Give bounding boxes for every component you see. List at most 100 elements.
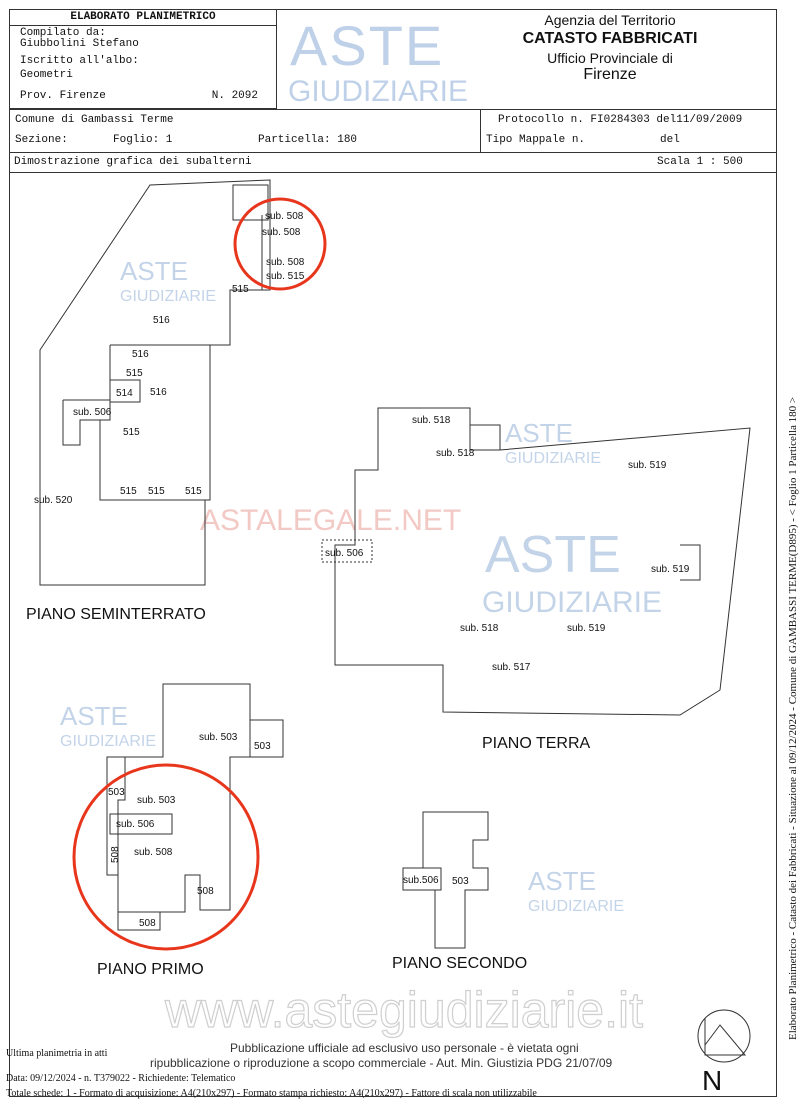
sub-label: sub. 518	[412, 415, 451, 426]
highlight-circle	[233, 197, 327, 291]
office-name: Ufficio Provinciale di	[547, 50, 673, 66]
plan-title-primo: PIANO PRIMO	[97, 961, 204, 978]
watermark-giudiziarie: GIUDIZIARIE	[505, 450, 601, 467]
document-frame	[9, 9, 777, 1097]
sub-label: 516	[132, 349, 149, 360]
divider	[480, 109, 481, 152]
sub-label: 503	[452, 876, 469, 887]
sub-label: sub. 508	[266, 257, 305, 268]
particella: Particella: 180	[258, 134, 358, 146]
sub-label: 515	[123, 427, 140, 438]
plan-title-secondo: PIANO SECONDO	[392, 955, 527, 972]
compiler-info: Compilato da: Giubbolini Stefano Iscritt…	[10, 26, 276, 102]
wall	[117, 757, 126, 875]
comune: Comune di Gambassi Terme	[15, 114, 174, 126]
publication-notice: Pubblicazione ufficiale ad esclusivo uso…	[230, 1041, 579, 1055]
tipo-mappale-date: del	[660, 134, 680, 146]
sub-label: 515	[120, 486, 137, 497]
sub-label: 516	[153, 315, 170, 326]
sub-label: 515	[185, 486, 202, 497]
sub-label: 515	[126, 368, 143, 379]
protocollo: Protocollo n. FI0284303 del11/09/2009	[498, 114, 743, 126]
watermark-astalegale: ASTALEGALE.NET	[200, 504, 461, 537]
compiled-label: Compilato da:	[20, 27, 106, 39]
wall	[99, 345, 205, 501]
watermark-aste: ASTE	[505, 418, 573, 448]
publication-notice: ripubblicazione o riproduzione a scopo c…	[150, 1056, 613, 1070]
sub-label: sub. 506	[325, 548, 364, 559]
sub-label: sub. 518	[460, 623, 499, 634]
watermark-giudiziarie: GIUDIZIARIE	[482, 586, 662, 619]
compiler-box: ELABORATO PLANIMETRICO Compilato da: Giu…	[9, 9, 277, 109]
sub-label: 508	[110, 846, 121, 863]
sub-label: sub. 506	[116, 819, 155, 830]
plan-terra-outline	[334, 407, 751, 716]
agency-block: Agenzia del Territorio CATASTO FABBRICAT…	[490, 12, 730, 84]
sezione: Sezione:	[15, 134, 68, 146]
registry-name: CATASTO FABBRICATI	[522, 30, 698, 47]
watermark-giudiziarie: GIUDIZIARIE	[120, 288, 216, 305]
sub-label: sub.506	[403, 875, 439, 886]
sub-label: sub. 519	[628, 460, 667, 471]
divider	[9, 172, 777, 173]
north-arrow-icon	[697, 1009, 751, 1063]
sub-label: sub. 508	[265, 211, 304, 222]
sub-label: 503	[254, 741, 271, 752]
wall	[232, 184, 269, 221]
watermark-giudiziarie: GIUDIZIARIE	[288, 75, 469, 108]
watermark-giudiziarie: GIUDIZIARIE	[60, 733, 156, 750]
wall	[109, 379, 141, 403]
registered-label: Iscritto all'albo:	[20, 55, 139, 67]
wall	[109, 813, 173, 835]
north-label: N	[702, 1065, 722, 1096]
watermark-aste: ASTE	[60, 701, 128, 731]
sub-label: sub. 506	[73, 407, 112, 418]
description: Dimostrazione grafica dei subalterni	[14, 156, 252, 168]
sub-label: sub. 503	[137, 795, 176, 806]
request-date: Data: 09/12/2024 - n. T379022 - Richiede…	[6, 1073, 236, 1084]
sub-label: 515	[148, 486, 165, 497]
watermark-aste: ASTE	[528, 866, 596, 896]
sub-label: 508	[197, 886, 214, 897]
watermark-giudiziarie: GIUDIZIARIE	[528, 898, 624, 915]
scale: Scala 1 : 500	[657, 156, 743, 168]
office-city: Firenze	[583, 66, 637, 83]
registration-number: N. 2092	[211, 90, 258, 102]
agency-name: Agenzia del Territorio	[544, 12, 676, 28]
sub-label: sub. 519	[651, 564, 690, 575]
sub-label: sub. 503	[199, 732, 238, 743]
plan-primo-outline	[106, 683, 284, 931]
foglio: Foglio: 1	[113, 134, 173, 146]
sub-label: sub. 520	[34, 495, 73, 506]
sub-label: 503	[108, 787, 125, 798]
sub-label: sub. 515	[266, 271, 305, 282]
wall	[402, 867, 442, 891]
watermark-aste: ASTE	[120, 256, 188, 286]
tipo-mappale: Tipo Mappale n.	[486, 134, 586, 146]
last-plan-note: Ultima planimetria in atti	[6, 1048, 108, 1059]
sub-label: 514	[116, 388, 133, 399]
watermark-aste: ASTE	[290, 14, 445, 77]
sub-label: 515	[232, 284, 249, 295]
sub-label: 508	[139, 918, 156, 929]
province: Prov. Firenze	[20, 90, 106, 102]
watermark-aste: ASTE	[485, 526, 621, 584]
sub-label: sub. 519	[567, 623, 606, 634]
sub-label: sub. 508	[134, 847, 173, 858]
plan-title-seminterrato: PIANO SEMINTERRATO	[26, 606, 206, 623]
wall	[321, 539, 373, 563]
compiled-by: Giubbolini Stefano	[20, 38, 139, 50]
divider	[9, 152, 777, 153]
plan-title-terra: PIANO TERRA	[482, 735, 591, 752]
totals-line: Totale schede: 1 - Formato di acquisizio…	[6, 1088, 537, 1099]
north-arrow-icon	[704, 1018, 747, 1056]
divider	[9, 109, 777, 110]
registered-value: Geometri	[20, 69, 73, 81]
wall	[680, 544, 701, 581]
sub-label: sub. 518	[436, 448, 475, 459]
sub-label: sub. 517	[492, 662, 531, 673]
highlight-circle	[72, 763, 260, 951]
sub-label: sub. 508	[262, 227, 301, 238]
wall	[469, 425, 500, 451]
